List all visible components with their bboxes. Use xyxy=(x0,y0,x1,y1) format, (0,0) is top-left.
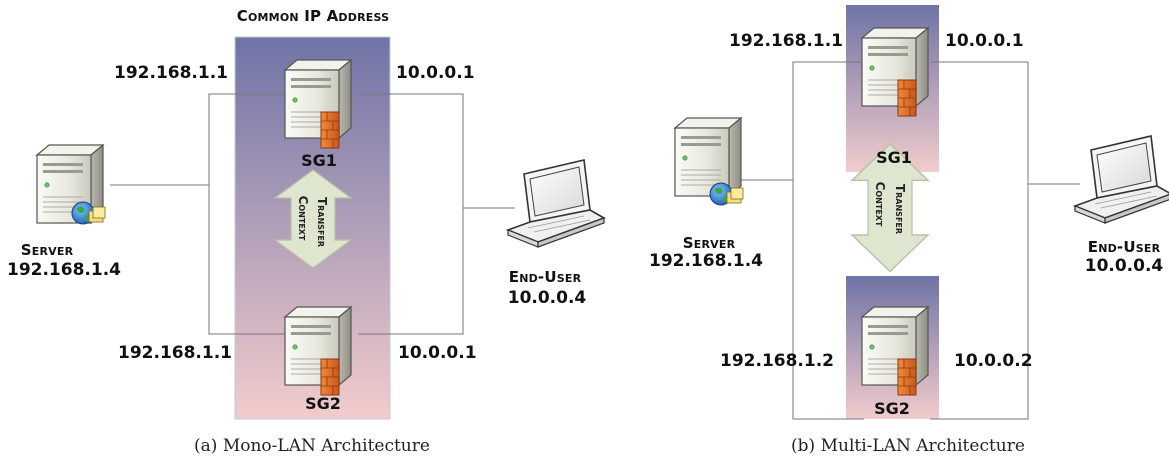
sg2-right-ip-b: 10.0.0.2 xyxy=(954,351,1033,371)
link-sg1-sg2-enduser xyxy=(358,93,464,335)
server-ip-b: 192.168.1.4 xyxy=(648,251,764,271)
server-role: Server xyxy=(20,241,74,259)
sg1-label: SG1 xyxy=(301,151,337,170)
sg1-right-ip-b: 10.0.0.1 xyxy=(945,31,1024,51)
panel-a-diagram xyxy=(36,36,605,420)
sg1-left-ip-b: 192.168.1.1 xyxy=(729,31,844,51)
sg1-server-icon-b xyxy=(861,27,929,117)
sg2-left-ip-b: 192.168.1.2 xyxy=(720,351,835,371)
caption-a: (a) Mono-LAN Architecture xyxy=(194,436,430,456)
server-icon-b xyxy=(674,117,744,206)
sg2-label-b: SG2 xyxy=(874,399,910,418)
server-ip: 192.168.1.4 xyxy=(6,260,122,280)
end-user-laptop-icon xyxy=(507,159,605,248)
link-server-sg1-sg2 xyxy=(208,93,290,335)
arrow-context-label: Context xyxy=(296,195,310,241)
band-border xyxy=(234,36,391,420)
sg2-label: SG2 xyxy=(305,394,341,413)
sg1-server-icon xyxy=(284,59,352,149)
panel-b-diagram xyxy=(674,5,1169,420)
caption-b: (b) Multi-LAN Architecture xyxy=(791,436,1025,456)
end-user-ip-b: 10.0.0.4 xyxy=(1084,256,1164,276)
server-role-b: Server xyxy=(682,234,736,252)
server-icon xyxy=(36,144,106,225)
end-user-ip: 10.0.0.4 xyxy=(507,288,587,308)
sg1-label-b: SG1 xyxy=(876,148,912,167)
end-user-role: End-User xyxy=(508,268,582,286)
sg2-server-icon-b xyxy=(861,306,929,396)
end-user-laptop-icon-b xyxy=(1074,135,1169,224)
end-user-role-b: End-User xyxy=(1087,238,1161,256)
sg2-left-ip: 192.168.1.1 xyxy=(118,343,233,363)
sg2-server-icon xyxy=(284,306,352,396)
sg1-left-ip: 192.168.1.1 xyxy=(114,63,229,83)
sg1-right-ip: 10.0.0.1 xyxy=(396,63,475,83)
arrow-transfer-label: Transfer xyxy=(315,196,329,248)
arrow-context-label-b: Context xyxy=(873,181,887,227)
link-server-sg1-sg2-b xyxy=(792,61,864,420)
sg2-right-ip: 10.0.0.1 xyxy=(398,343,477,363)
link-sg1-sg2-enduser-b xyxy=(930,61,1029,420)
arrow-transfer-label-b: Transfer xyxy=(893,183,907,235)
panel-a-title: Common IP Address xyxy=(236,7,390,25)
